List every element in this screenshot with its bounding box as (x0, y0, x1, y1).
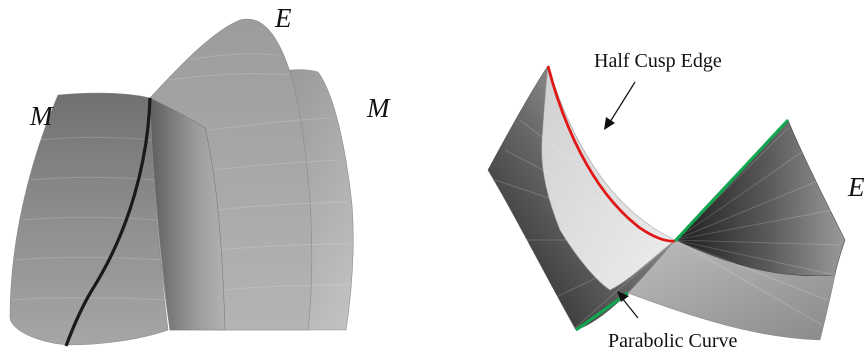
label-half-cusp-edge: Half Cusp Edge (594, 50, 722, 72)
left-surface (9, 18, 354, 347)
left-label-m-right: M (366, 93, 391, 123)
left-ridge-curve (64, 97, 152, 347)
left-label-m-left: M (29, 101, 54, 131)
left-label-e: E (274, 3, 292, 33)
cusp-arrow (604, 81, 636, 130)
parabolic-arrow (617, 291, 639, 319)
label-parabolic-curve: Parabolic Curve (608, 330, 738, 352)
right-label-e: E (847, 172, 865, 202)
parabolic-curve-lower (575, 291, 629, 332)
parabolic-curve-upper (673, 118, 790, 243)
half-cusp-edge-curve (546, 65, 676, 243)
left-surface-mesh (11, 53, 351, 301)
left-surface-fold (149, 97, 226, 331)
right-surface-top-sheet (541, 65, 676, 291)
right-surface-mesh (494, 119, 841, 329)
right-surface (487, 65, 846, 341)
